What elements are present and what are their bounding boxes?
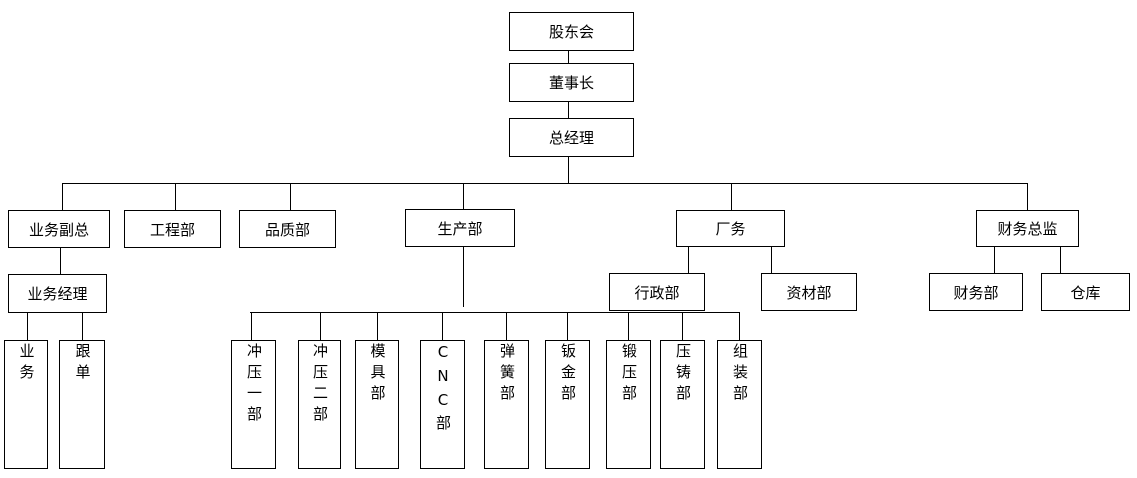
node-label: CNC部 bbox=[434, 343, 452, 436]
node-label: 股东会 bbox=[548, 23, 594, 41]
node-label: 业务 bbox=[17, 343, 36, 385]
node-business-manager[interactable]: 业务经理 bbox=[8, 274, 107, 313]
node-mold[interactable]: 模具部 bbox=[355, 340, 399, 469]
node-forging[interactable]: 锻压部 bbox=[606, 340, 651, 469]
node-label: 行政部 bbox=[634, 283, 680, 302]
node-cnc[interactable]: CNC部 bbox=[420, 340, 465, 469]
node-chairman[interactable]: 董事长 bbox=[509, 63, 634, 102]
node-label: 弹簧部 bbox=[498, 343, 516, 406]
node-label: 冲压二部 bbox=[311, 343, 329, 427]
node-shareholders[interactable]: 股东会 bbox=[509, 12, 634, 51]
node-die-casting[interactable]: 压铸部 bbox=[660, 340, 705, 469]
node-finance-director[interactable]: 财务总监 bbox=[976, 210, 1079, 247]
node-label: 财务总监 bbox=[997, 220, 1058, 238]
node-label: 仓库 bbox=[1070, 283, 1101, 302]
node-warehouse[interactable]: 仓库 bbox=[1041, 273, 1130, 311]
node-label: 钣金部 bbox=[559, 343, 577, 406]
node-vp-business[interactable]: 业务副总 bbox=[8, 210, 110, 248]
node-business[interactable]: 业务 bbox=[4, 340, 48, 469]
node-label: 组装部 bbox=[731, 343, 749, 406]
node-sheet-metal[interactable]: 钣金部 bbox=[545, 340, 590, 469]
node-label: 压铸部 bbox=[674, 343, 692, 406]
node-label: 生产部 bbox=[437, 219, 483, 238]
node-label: 财务部 bbox=[953, 283, 999, 302]
node-stamping-1[interactable]: 冲压一部 bbox=[231, 340, 276, 469]
node-factory-affairs[interactable]: 厂务 bbox=[676, 210, 785, 247]
node-label: 品质部 bbox=[264, 220, 310, 239]
node-label: 模具部 bbox=[368, 343, 387, 406]
node-label: 总经理 bbox=[548, 129, 594, 147]
node-spring[interactable]: 弹簧部 bbox=[484, 340, 529, 469]
node-follow-up[interactable]: 跟单 bbox=[59, 340, 105, 469]
node-finance[interactable]: 财务部 bbox=[929, 273, 1023, 311]
node-label: 业务副总 bbox=[28, 220, 89, 239]
node-engineering[interactable]: 工程部 bbox=[124, 210, 221, 248]
node-label: 跟单 bbox=[73, 343, 92, 385]
node-label: 资材部 bbox=[786, 283, 832, 302]
node-general-manager[interactable]: 总经理 bbox=[509, 118, 634, 157]
node-admin[interactable]: 行政部 bbox=[609, 273, 705, 311]
node-production[interactable]: 生产部 bbox=[405, 209, 515, 247]
node-stamping-2[interactable]: 冲压二部 bbox=[298, 340, 341, 469]
node-label: 冲压一部 bbox=[245, 343, 263, 427]
node-label: 锻压部 bbox=[620, 343, 638, 406]
node-assembly[interactable]: 组装部 bbox=[717, 340, 762, 469]
node-label: 董事长 bbox=[548, 74, 594, 92]
node-materials[interactable]: 资材部 bbox=[761, 273, 857, 311]
node-quality[interactable]: 品质部 bbox=[239, 210, 336, 248]
node-label: 厂务 bbox=[715, 220, 746, 238]
node-label: 工程部 bbox=[149, 220, 195, 239]
node-label: 业务经理 bbox=[27, 285, 88, 303]
